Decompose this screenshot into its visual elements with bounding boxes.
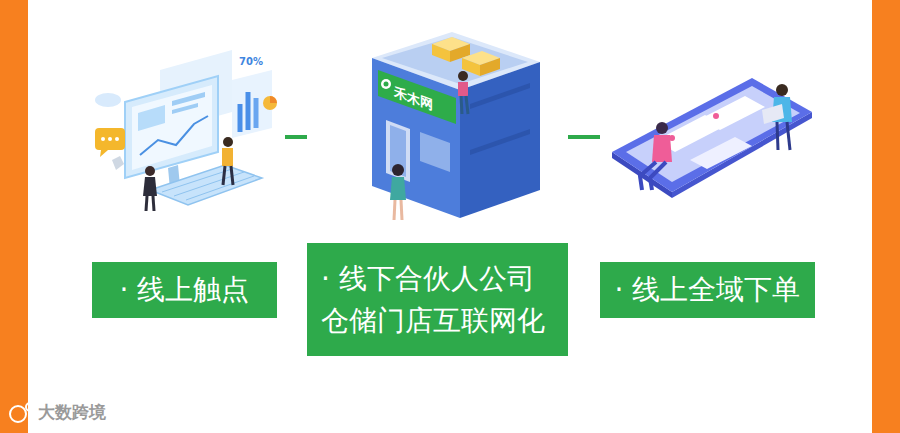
chat-dot (115, 137, 119, 141)
person-body (222, 148, 233, 166)
step-label: · 线上触点 (120, 269, 250, 311)
step-label: · 线下合伙人公司 仓储门店互联网化 (321, 258, 554, 342)
screen-line (172, 103, 198, 114)
phone-body (612, 78, 812, 192)
logo-ring (10, 406, 26, 422)
person-head (145, 166, 155, 176)
label-box: · 线下合伙人公司 仓储门店互联网化 (307, 243, 568, 356)
box-front (432, 44, 450, 62)
step-column: · 线下合伙人公司 仓储门店互联网化 (307, 25, 568, 356)
side-stripe (470, 83, 530, 109)
chat-bubble-tail (100, 150, 108, 157)
phone-illustration (612, 78, 812, 198)
step-column: · 线上触点 (92, 60, 285, 318)
orange-side-bar (0, 0, 28, 433)
box-side (480, 58, 500, 76)
small-cube (112, 156, 124, 170)
bar (254, 98, 259, 128)
store-sign-text: 禾木网 (394, 84, 433, 114)
cloud-shape (95, 93, 121, 107)
person-leg (466, 96, 468, 114)
chat-bubble (95, 128, 125, 150)
person-body (390, 177, 406, 200)
laptop (762, 104, 784, 124)
person-leg (146, 196, 147, 211)
window (420, 132, 450, 172)
person-leg (650, 162, 666, 190)
person-leg (787, 122, 790, 150)
person-leg (777, 122, 778, 150)
person-leg (223, 166, 225, 185)
connector-line (568, 135, 600, 139)
person-head (392, 164, 404, 176)
connector-line (285, 135, 307, 139)
step-column: · 线上全域下单 (600, 75, 815, 318)
store-sign (378, 70, 456, 124)
store-illustration (372, 32, 540, 220)
step-label: · 线上全域下单 (615, 269, 801, 311)
logo-ring (26, 403, 34, 411)
orange-side-bar (872, 0, 900, 433)
person-leg (461, 96, 462, 114)
sign-logo (381, 79, 391, 89)
screen-line (172, 92, 205, 106)
person-leg (153, 196, 154, 211)
person-body (458, 82, 468, 96)
pie-slice (270, 96, 277, 103)
chat-dot (108, 137, 112, 141)
person-head (458, 71, 468, 81)
person-leg (231, 166, 233, 185)
keyboard-row (186, 176, 254, 200)
person-head (776, 84, 788, 96)
person-leg (401, 200, 402, 220)
monitor-frame (125, 76, 218, 178)
person-leg (394, 200, 395, 220)
bar (238, 104, 243, 132)
chat-dot (101, 137, 105, 141)
building-front (372, 58, 460, 218)
percent-label: 70% (239, 56, 263, 68)
door (390, 125, 406, 177)
keyboard (150, 165, 262, 205)
watermark-logo (10, 403, 34, 422)
person-head (656, 122, 668, 134)
sign-logo-dot (384, 82, 389, 87)
person-head (223, 137, 233, 147)
door-frame (386, 120, 410, 182)
side-stripe (470, 129, 530, 155)
building-side (460, 62, 540, 218)
bar (246, 92, 251, 130)
person-body (652, 135, 672, 162)
computer-illustration (95, 50, 277, 211)
label-box: · 线上触点 (92, 262, 277, 318)
chart-line (140, 116, 208, 155)
label-box: · 线上全域下单 (600, 262, 815, 318)
screen-card (700, 96, 765, 130)
monitor-screen (132, 85, 212, 170)
watermark: 大数跨境 (38, 402, 106, 422)
screen-block (138, 105, 165, 131)
person-body (143, 177, 157, 196)
pie-chart (263, 96, 277, 110)
card-icon (713, 113, 719, 119)
screen-card (690, 137, 752, 169)
